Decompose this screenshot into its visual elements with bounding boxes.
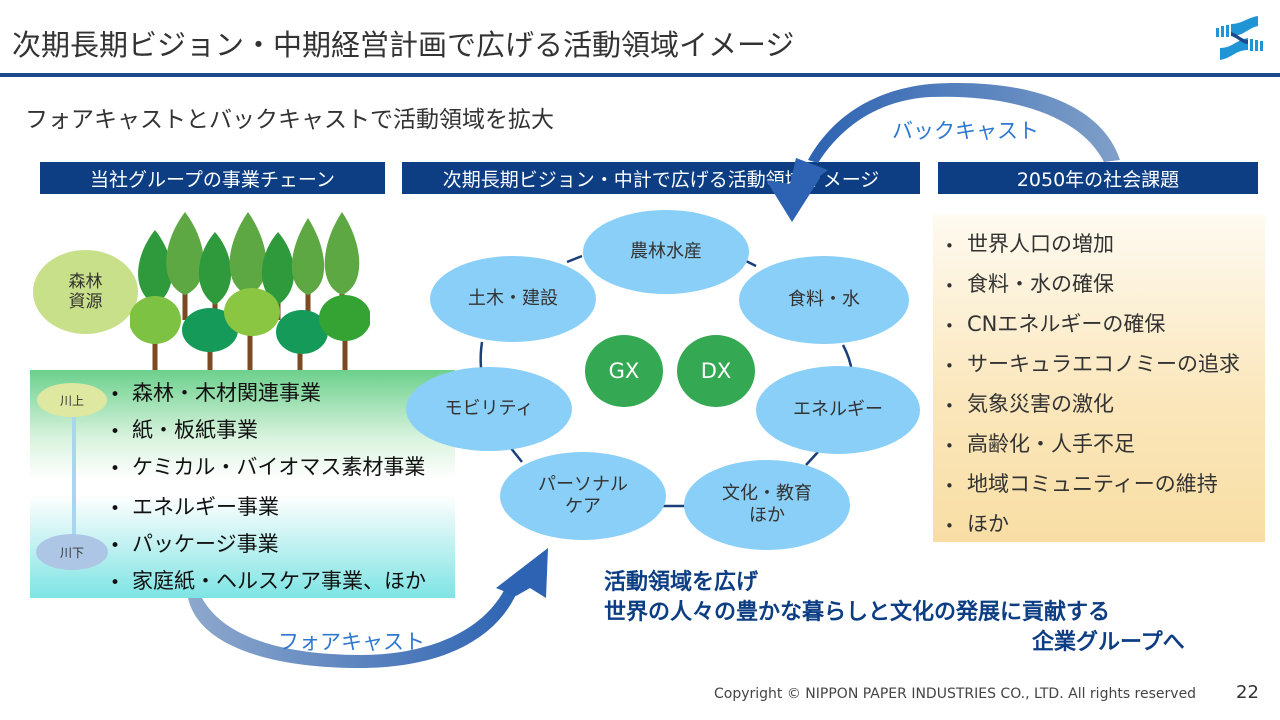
- issue-item: ほか: [945, 504, 1240, 544]
- forecast-label: フォアキャスト: [278, 630, 425, 654]
- mission-line: 企業グループへ: [1032, 630, 1185, 655]
- domain-mobility: モビリティ: [406, 367, 572, 451]
- issue-item: 世界人口の増加: [945, 224, 1240, 264]
- business-item: エネルギー事業: [110, 489, 426, 526]
- domain-label: 土木・建設: [468, 288, 558, 310]
- upstream-node: 川上: [37, 383, 107, 417]
- forest-trees-illustration: [130, 212, 370, 375]
- gx-core: GX: [585, 335, 663, 407]
- domain-label: 文化・教育 ほか: [722, 483, 812, 526]
- domain-label: モビリティ: [444, 398, 534, 420]
- issue-item: 地域コミュニティーの維持: [945, 464, 1240, 504]
- business-item: ケミカル・バイオマス素材事業: [110, 449, 426, 486]
- dx-core: DX: [677, 335, 755, 407]
- mission-statement: 活動領域を広げ 世界の人々の豊かな暮らしと文化の発展に貢献する 企業グループへ: [604, 568, 1185, 658]
- domain-personal-care: パーソナル ケア: [500, 452, 666, 540]
- domain-label: エネルギー: [793, 399, 883, 421]
- forest-resource-badge: 森林 資源: [33, 250, 138, 334]
- business-item: パッケージ事業: [110, 526, 426, 563]
- issue-item: CNエネルギーの確保: [945, 304, 1240, 344]
- domain-food-water: 食料・水: [739, 256, 909, 344]
- domain-label: 食料・水: [788, 289, 860, 311]
- domain-civil-engineering: 土木・建設: [430, 256, 596, 342]
- upstream-downstream-line: [72, 412, 76, 542]
- header-social-issues: 2050年の社会課題: [938, 162, 1258, 194]
- domain-culture-education: 文化・教育 ほか: [684, 460, 850, 550]
- mission-line: 活動領域を広げ: [604, 570, 759, 595]
- company-logo-icon: [1216, 16, 1263, 60]
- header-activity-areas: 次期長期ビジョン・中計で広げる活動領域イメージ: [402, 162, 920, 194]
- downstream-node: 川下: [36, 534, 108, 570]
- backcast-label: バックキャスト: [892, 119, 1039, 143]
- mission-line: 世界の人々の豊かな暮らしと文化の発展に貢献する: [604, 600, 1111, 625]
- slide-subtitle: フォアキャストとバックキャストで活動領域を拡大: [25, 107, 554, 133]
- social-issues-list: 世界人口の増加 食料・水の確保 CNエネルギーの確保 サーキュラエコノミーの追求…: [945, 224, 1240, 544]
- page-number: 22: [1236, 682, 1259, 703]
- issue-item: サーキュラエコノミーの追求: [945, 344, 1240, 384]
- domain-label: 農林水産: [630, 241, 702, 263]
- copyright-notice: Copyright © NIPPON PAPER INDUSTRIES CO.,…: [714, 686, 1197, 702]
- business-chain-list: 森林・木材関連事業 紙・板紙事業 ケミカル・バイオマス素材事業 エネルギー事業 …: [110, 375, 426, 600]
- issue-item: 食料・水の確保: [945, 264, 1240, 304]
- issue-item: 気象災害の激化: [945, 384, 1240, 424]
- business-item: 家庭紙・ヘルスケア事業、ほか: [110, 563, 426, 600]
- business-item: 紙・板紙事業: [110, 412, 426, 449]
- forecast-arrowhead: [496, 548, 548, 598]
- business-item: 森林・木材関連事業: [110, 375, 426, 412]
- issue-item: 高齢化・人手不足: [945, 424, 1240, 464]
- slide-title: 次期長期ビジョン・中期経営計画で広げる活動領域イメージ: [12, 28, 795, 62]
- forest-resource-label: 森林 資源: [68, 271, 103, 312]
- title-divider: [0, 73, 1280, 77]
- header-business-chain: 当社グループの事業チェーン: [40, 162, 385, 194]
- domain-agriculture: 農林水産: [583, 210, 749, 294]
- domain-label: パーソナル ケア: [538, 474, 628, 517]
- domain-energy: エネルギー: [756, 366, 920, 454]
